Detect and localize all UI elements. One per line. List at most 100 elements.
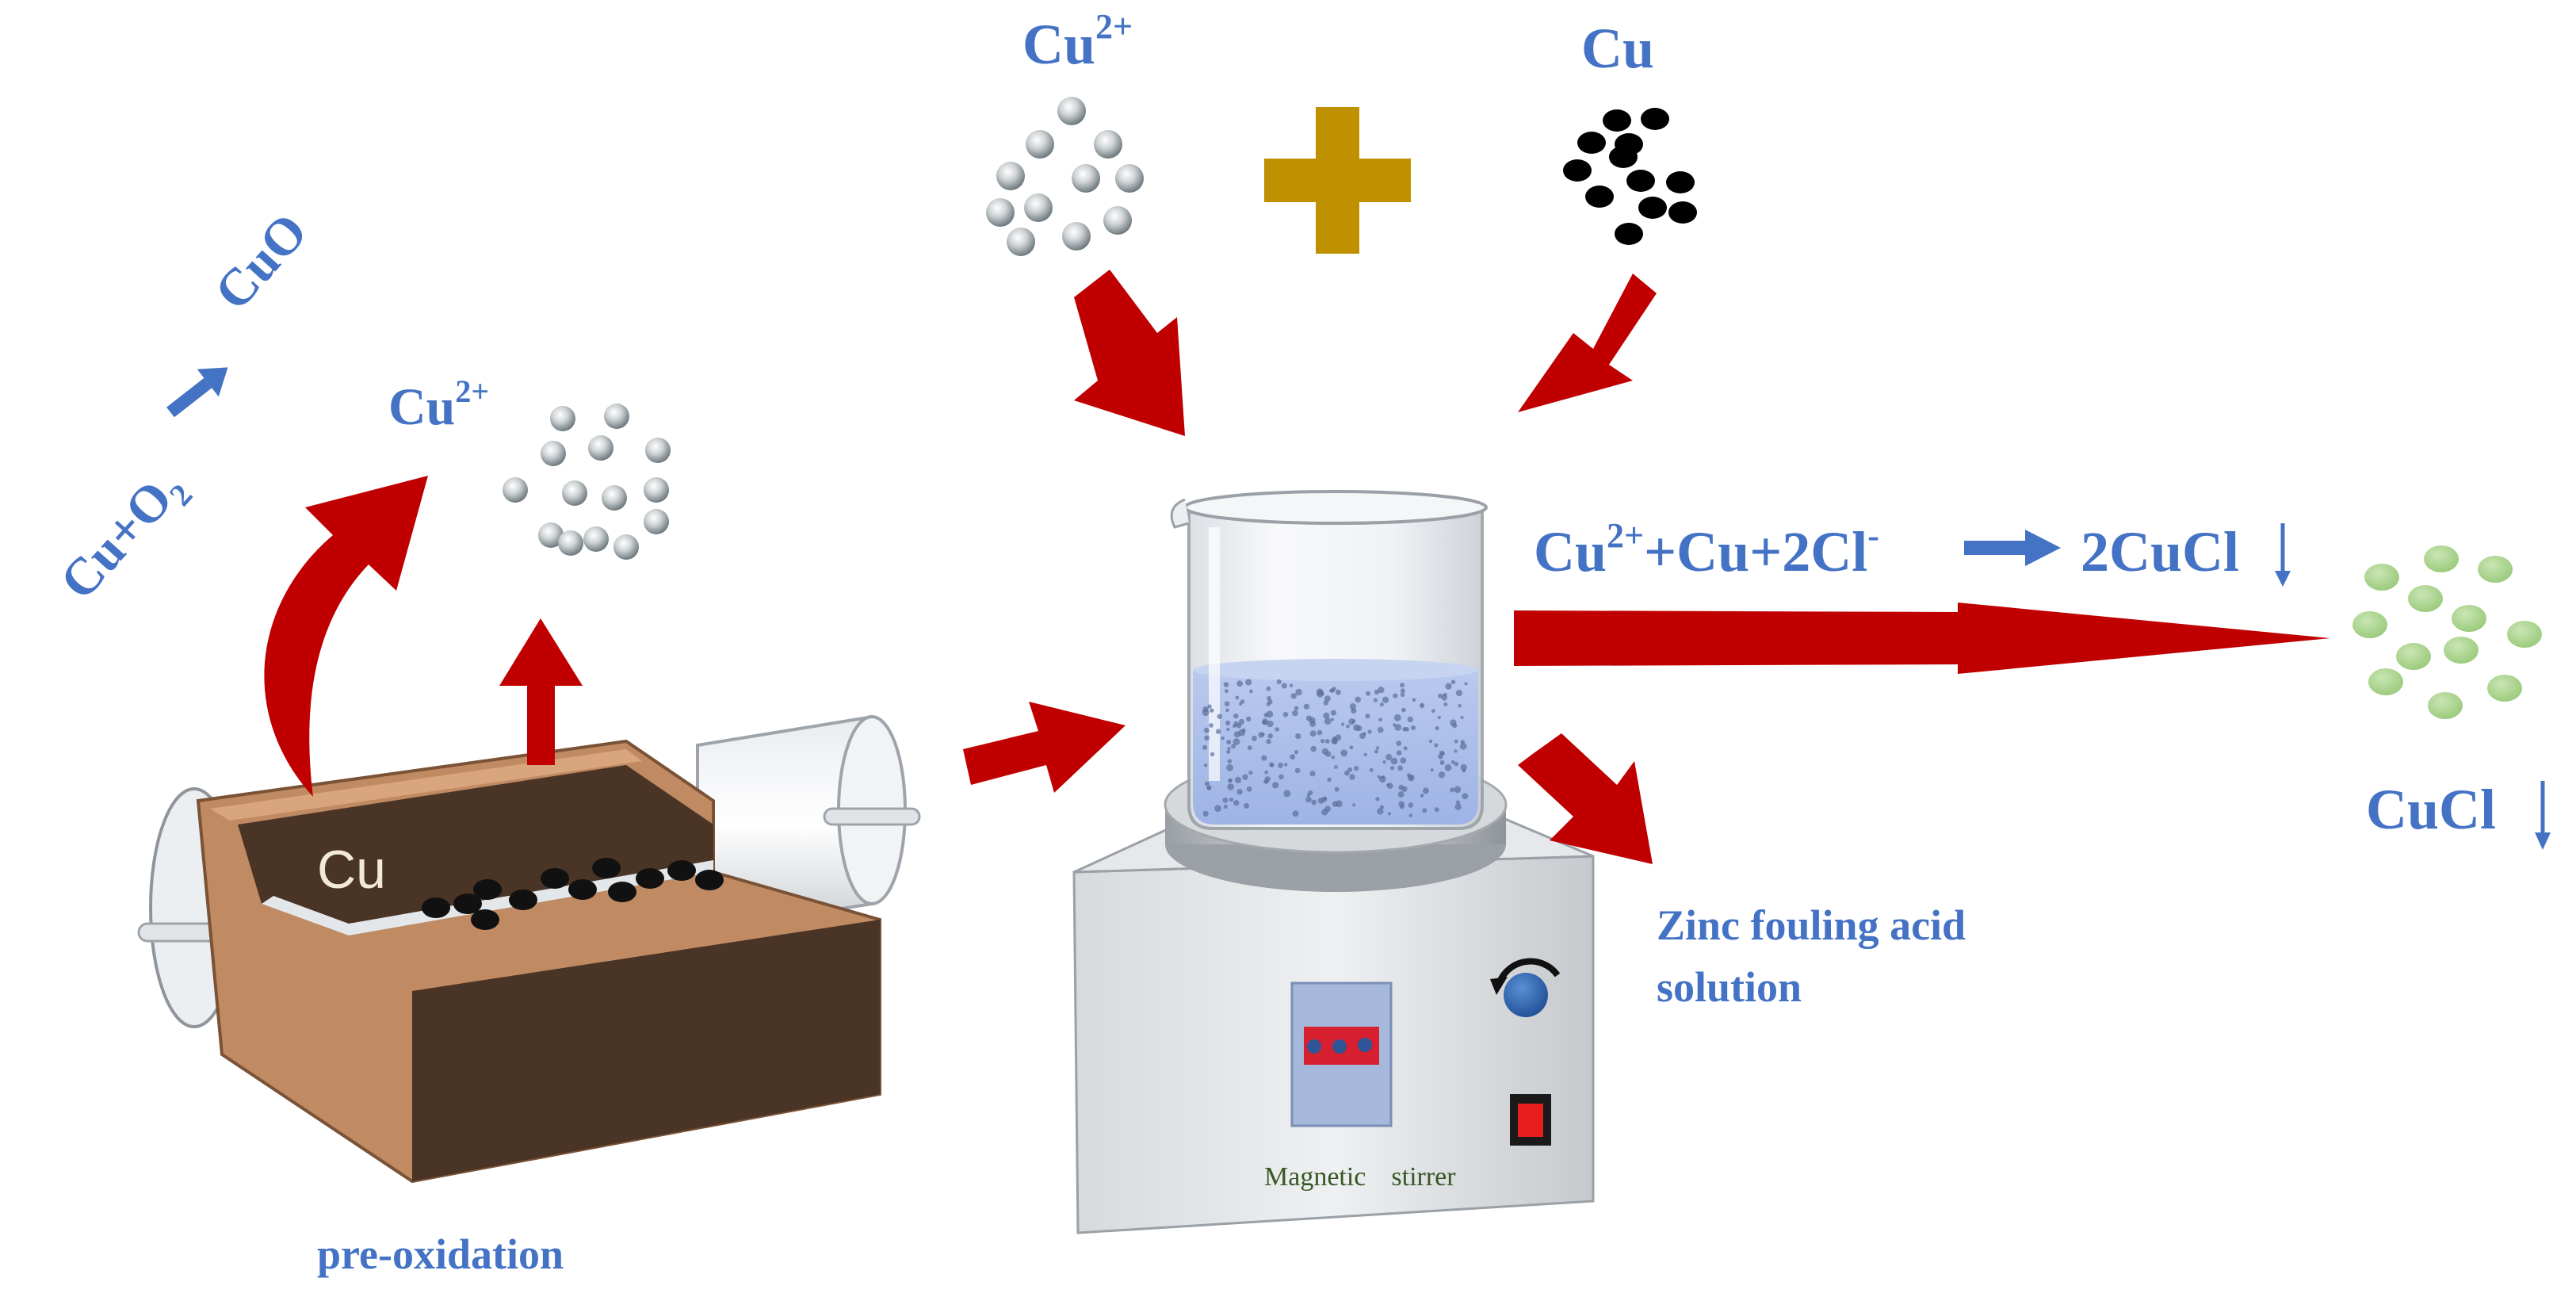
suspended-particle (1263, 713, 1269, 717)
suspended-particle (1335, 734, 1342, 741)
suspended-particle (1450, 760, 1455, 764)
suspended-particle (1378, 726, 1384, 733)
suspended-particle (1202, 744, 1208, 750)
suspended-particle (1437, 715, 1441, 720)
suspended-particle (1378, 717, 1383, 722)
suspended-particle (1341, 722, 1345, 726)
suspended-particle (1236, 680, 1243, 687)
suspended-particle (1397, 765, 1403, 771)
suspended-particle (1249, 689, 1253, 694)
suspended-particle (1210, 752, 1215, 756)
suspended-particle (1373, 698, 1378, 702)
suspended-particle (1290, 754, 1296, 760)
suspended-particle (1294, 767, 1301, 774)
suspended-particle (1330, 717, 1335, 721)
suspended-particle (1454, 761, 1459, 767)
suspended-particle (1400, 757, 1407, 763)
suspended-particle (1379, 805, 1384, 809)
suspended-particle (1365, 714, 1370, 719)
suspended-particle (1226, 763, 1233, 771)
red-up-arrow-icon (499, 618, 583, 765)
suspended-particle (1246, 786, 1252, 792)
suspended-particle (1403, 746, 1408, 751)
suspended-particle (1278, 762, 1283, 768)
suspended-particle (1351, 719, 1356, 723)
suspended-particle (1378, 687, 1385, 694)
suspended-particle (1221, 736, 1225, 740)
suspended-particle (1282, 712, 1289, 717)
suspended-particle (1214, 805, 1221, 813)
suspended-particle (1408, 775, 1415, 782)
furnace-cu-label: Cu (317, 840, 386, 900)
suspended-particle (1202, 709, 1210, 717)
oxidation-reaction: Cu+O2 (49, 469, 200, 610)
suspended-particle (1377, 808, 1384, 815)
suspended-particle (1398, 801, 1405, 807)
knob-icon (1490, 958, 1561, 1017)
suspended-particle (1267, 720, 1274, 728)
product-down-arrow-icon (2535, 781, 2551, 850)
suspended-particle (1233, 713, 1239, 719)
suspended-particle (1390, 757, 1398, 765)
suspended-particle (1334, 786, 1340, 792)
suspended-particle (1303, 703, 1309, 710)
suspended-particle (1283, 790, 1291, 798)
curved-red-arrow-icon (264, 476, 428, 797)
suspended-particle (1332, 738, 1338, 744)
suspended-particle (1231, 744, 1236, 749)
main-reaction-equation: Cu2++Cu+2Cl- (1534, 516, 1879, 584)
suspended-particle (1336, 800, 1343, 808)
suspended-particle (1226, 727, 1230, 732)
suspended-particle (1227, 783, 1234, 790)
suspended-particle (1233, 721, 1239, 726)
suspended-particle (1272, 782, 1279, 789)
suspended-particle (1292, 710, 1298, 717)
suspended-particle (1402, 727, 1407, 732)
suspended-particle (1445, 683, 1452, 690)
suspended-particle (1204, 735, 1210, 741)
suspended-particle (1352, 803, 1356, 807)
suspended-particle (1389, 766, 1395, 771)
suspended-particle (1379, 702, 1384, 707)
suspended-particle (1408, 802, 1414, 808)
reaction-product-label: 2CuCl (2081, 520, 2239, 584)
suspended-particle (1393, 693, 1398, 698)
suspended-particle (1385, 754, 1393, 760)
cu2-ion-cluster-left (503, 404, 671, 560)
suspended-particle (1323, 712, 1330, 719)
suspended-particle (1346, 724, 1350, 729)
suspended-particle (1458, 703, 1462, 708)
suspended-particle (1264, 776, 1271, 783)
suspended-particle (1281, 683, 1287, 689)
suspended-particle (1382, 760, 1386, 764)
suspended-particle (1207, 704, 1212, 709)
byproduct-label: Zinc fouling acid solution (1657, 901, 1977, 1011)
suspended-particle (1324, 805, 1331, 813)
suspended-particle (1222, 797, 1229, 803)
suspended-particle (1374, 749, 1378, 754)
suspended-particle (1439, 760, 1445, 765)
suspended-particle (1235, 695, 1240, 700)
particle-suspension (1202, 679, 1469, 817)
suspended-particle (1330, 710, 1336, 716)
suspended-particle (1264, 770, 1268, 775)
suspended-particle (1244, 802, 1250, 809)
copper-particles-furnace (422, 858, 724, 930)
suspended-particle (1454, 739, 1458, 744)
suspended-particle (1422, 808, 1428, 813)
suspended-particle (1261, 755, 1267, 761)
red-arrow-to-beaker-icon (963, 702, 1126, 793)
suspended-particle (1454, 786, 1462, 794)
suspended-particle (1375, 797, 1380, 802)
suspended-particle (1349, 745, 1354, 750)
suspended-particle (1228, 778, 1233, 783)
suspended-particle (1317, 798, 1324, 804)
suspended-particle (1276, 679, 1282, 685)
svg-text:CuO: CuO (204, 202, 319, 321)
reaction-arrow-icon (1964, 530, 2061, 566)
suspended-particle (1462, 768, 1466, 773)
suspended-particle (1295, 688, 1302, 696)
suspended-particle (1460, 763, 1467, 771)
red-arrow-to-product-icon (1514, 603, 2330, 674)
